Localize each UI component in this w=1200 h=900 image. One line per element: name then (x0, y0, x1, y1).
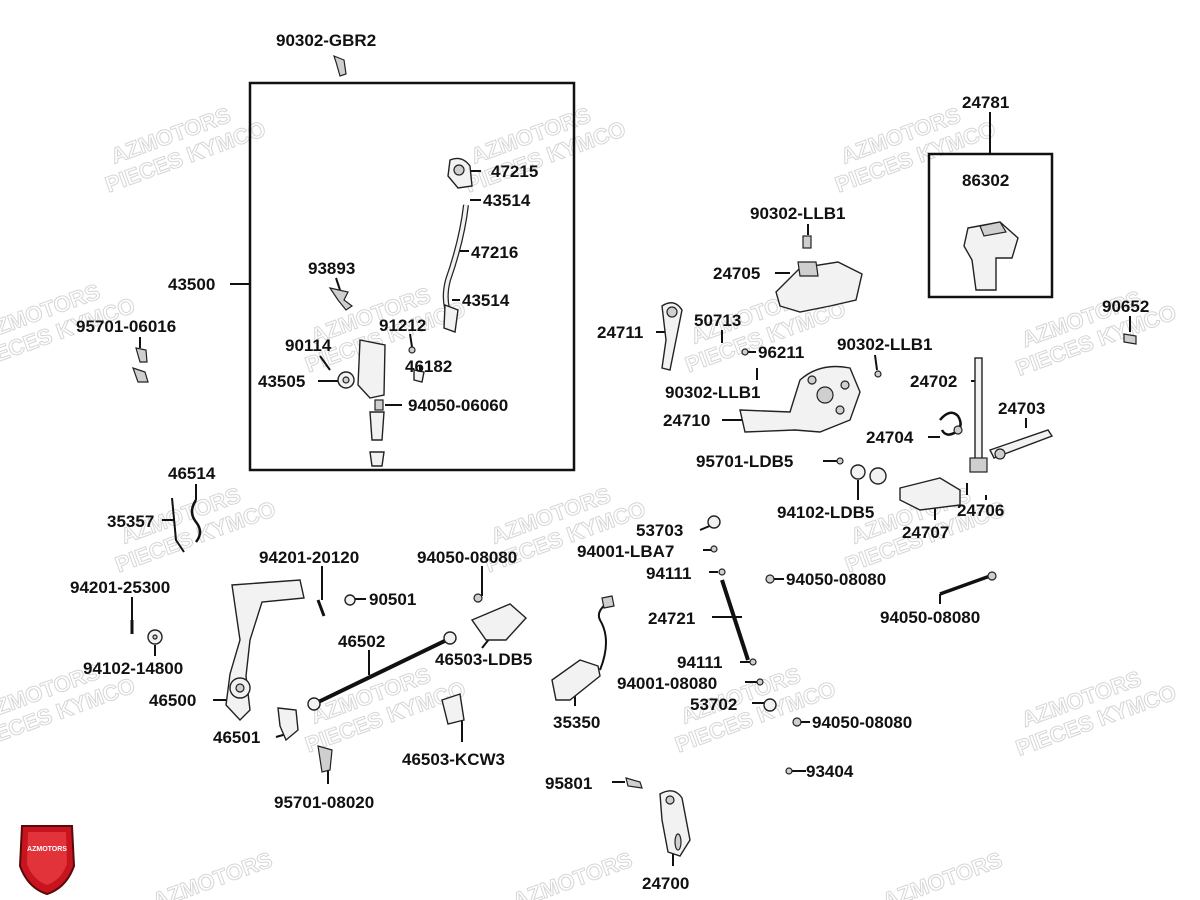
label-90302-llb1: 90302-LLB1 (837, 335, 932, 354)
label-94111: 94111 (677, 653, 722, 672)
label-43500: 43500 (168, 275, 215, 294)
label-46503-kcw3: 46503-KCW3 (402, 750, 505, 769)
brand-logo: AZMOTORS (18, 825, 76, 896)
label-94050-08080: 94050-08080 (786, 570, 886, 589)
label-46500: 46500 (149, 691, 196, 710)
label-43514: 43514 (483, 191, 531, 210)
label-95701-08020: 95701-08020 (274, 793, 374, 812)
label-24703: 24703 (998, 399, 1045, 418)
part-labels: 90302-GBR2 24781 86302 47215 43514 47216… (70, 31, 1149, 893)
label-86302: 86302 (962, 171, 1009, 190)
label-94050-08080: 94050-08080 (812, 713, 912, 732)
label-46503-ldb5: 46503-LDB5 (435, 650, 532, 669)
label-35357: 35357 (107, 512, 154, 531)
cam-24707 (899, 477, 961, 511)
master-cylinder-43505 (357, 339, 386, 399)
label-24705: 24705 (713, 264, 760, 283)
label-94050-08080: 94050-08080 (880, 608, 980, 627)
label-94102-14800: 94102-14800 (83, 659, 183, 678)
cover-24705 (775, 261, 863, 313)
label-90652: 90652 (1102, 297, 1149, 316)
label-94050-08080: 94050-08080 (417, 548, 517, 567)
arm-24700 (659, 790, 691, 857)
label-95801: 95801 (545, 774, 592, 793)
group-box-43500 (248, 81, 576, 472)
label-94111: 94111 (646, 564, 691, 583)
watermark: AZMOTORS (879, 847, 1005, 900)
label-24700: 24700 (642, 874, 689, 893)
label-53703: 53703 (636, 521, 683, 540)
label-95701-ldb5: 95701-LDB5 (696, 452, 793, 471)
label-46514: 46514 (168, 464, 216, 483)
arm-46501 (277, 707, 299, 742)
pedal-46500 (225, 579, 305, 722)
label-46501: 46501 (213, 728, 260, 747)
watermark: AZMOTORS (509, 847, 635, 900)
shaft-24703 (989, 429, 1054, 459)
label-94001-lba7: 94001-LBA7 (577, 542, 674, 561)
label-24721: 24721 (648, 609, 695, 628)
label-24781: 24781 (962, 93, 1009, 112)
label-24710: 24710 (663, 411, 710, 430)
bracket-24710 (739, 365, 861, 433)
label-46502: 46502 (338, 632, 385, 651)
label-96211: 96211 (758, 343, 804, 362)
label-90302-llb1: 90302-LLB1 (750, 204, 845, 223)
label-24711: 24711 (597, 323, 643, 342)
switch-35350 (551, 659, 601, 701)
label-94201-20120: 94201-20120 (259, 548, 359, 567)
label-24706: 24706 (957, 501, 1004, 520)
label-93893: 93893 (308, 259, 355, 278)
label-90114: 90114 (285, 336, 332, 355)
label-43514: 43514 (462, 291, 510, 310)
label-90302-gbr2: 90302-GBR2 (276, 31, 376, 50)
label-43505: 43505 (258, 372, 305, 391)
lever-24711 (661, 302, 683, 371)
label-94102-ldb5: 94102-LDB5 (777, 503, 874, 522)
label-94001-08080: 94001-08080 (617, 674, 717, 693)
rod-24702 (974, 357, 983, 467)
label-93404: 93404 (806, 762, 854, 781)
label-46182: 46182 (405, 357, 452, 376)
watermark: AZMOTORS (149, 847, 275, 900)
label-47216: 47216 (471, 243, 518, 262)
label-24704: 24704 (866, 428, 914, 447)
label-24702: 24702 (910, 372, 957, 391)
label-35350: 35350 (553, 713, 600, 732)
label-91212: 91212 (379, 316, 426, 335)
label-50713: 50713 (694, 311, 741, 330)
label-47215: 47215 (491, 162, 538, 181)
bracket-46503-ldb5 (470, 603, 527, 641)
label-90501: 90501 (369, 590, 416, 609)
label-95701-06016: 95701-06016 (76, 317, 176, 336)
label-94201-25300: 94201-25300 (70, 578, 170, 597)
knob-86302 (963, 221, 1019, 291)
label-90302-llb1: 90302-LLB1 (665, 383, 760, 402)
logo-text: AZMOTORS (27, 846, 67, 853)
label-94050-06060: 94050-06060 (408, 396, 508, 415)
part-shapes (130, 54, 1137, 857)
bolt-90302-gbr2 (333, 54, 347, 77)
label-24707: 24707 (902, 523, 949, 542)
label-53702: 53702 (690, 695, 737, 714)
